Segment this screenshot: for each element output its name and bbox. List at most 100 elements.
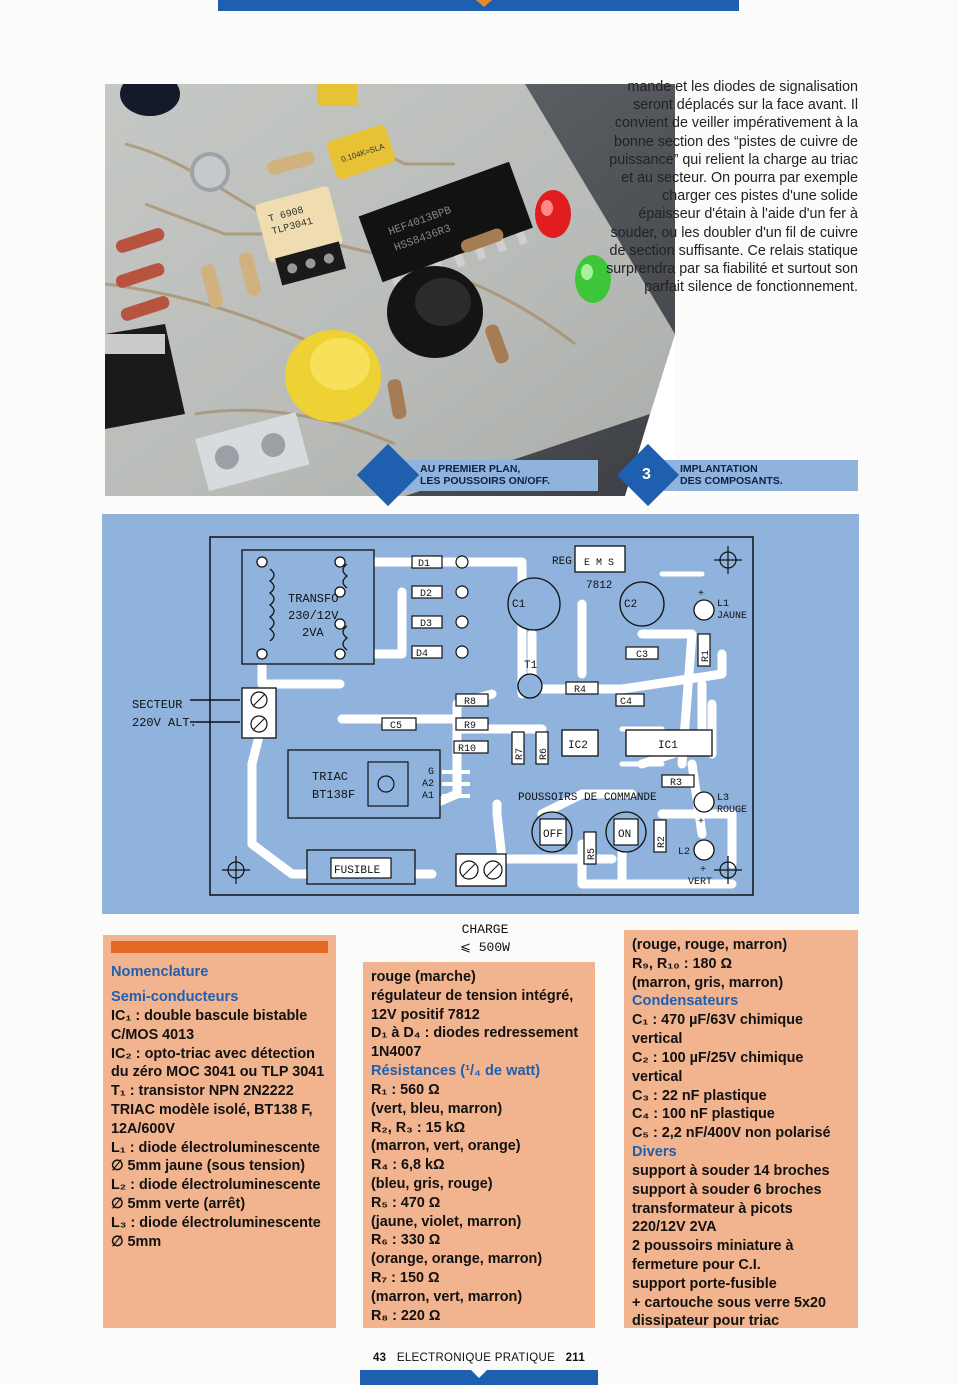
caption-1-line-1: AU PREMIER PLAN, [420, 463, 521, 475]
list-item: 2 poussoirs miniature à fermeture pour C… [632, 1238, 794, 1273]
list-item: (marron, vert, marron) [371, 1288, 523, 1305]
on-button-label: ON [618, 829, 631, 841]
nomenclature-column-2: rouge (marche) régulateur de tension int… [363, 962, 595, 1328]
r3-label: R3 [670, 778, 682, 789]
secteur-label-2: 220V ALT. [132, 716, 197, 730]
section-bar [111, 941, 328, 953]
charge-line-2: ⩽ 500W [460, 940, 510, 955]
l1-plus: + [698, 589, 704, 600]
r2-label: R2 [657, 836, 668, 848]
list-item: C₁ : 470 µF/63V chimique vertical [632, 1012, 803, 1048]
list-item: dissipateur pour triac [632, 1313, 780, 1330]
list-item: D₁ à D₄ : diodes redressement 1N4007 [371, 1025, 579, 1061]
r1-label: R1 [701, 650, 712, 662]
triac-pin-a1: A1 [422, 791, 434, 802]
list-item: C₃ : 22 nF plastique [632, 1087, 767, 1104]
ic2-label: IC2 [568, 740, 588, 752]
transfo-label-2: 230/12V [288, 609, 339, 623]
d3-label: D3 [420, 619, 432, 630]
list-item: support à souder 6 broches [632, 1181, 822, 1198]
r8-label: R8 [464, 697, 476, 708]
list-item: R₈ : 220 Ω [371, 1307, 441, 1324]
list-item: C₂ : 100 µF/25V chimique vertical [632, 1049, 804, 1085]
l2-color: VERT [688, 877, 712, 888]
component-layout-diagram: TRANSFO 230/12V 2VA D1 D2 D3 D4 REG E M … [102, 514, 859, 914]
figure-number: 3 [642, 466, 651, 483]
reg-value: 7812 [586, 580, 612, 592]
caption-2-line-1: IMPLANTATION [680, 463, 758, 475]
list-item: rouge (marche) [371, 969, 476, 985]
t1-label: T1 [524, 660, 538, 672]
list-item: régulateur de tension intégré, 12V posit… [371, 987, 574, 1023]
section-heading: Résistances (¹/₄ de watt) [371, 1062, 541, 1079]
r4-label: R4 [574, 685, 586, 696]
top-notch [476, 0, 492, 7]
nomenclature-column-3: (rouge, rouge, marron) R₉, R₁₀ : 180 Ω (… [624, 930, 858, 1330]
transfo-label-1: TRANSFO [288, 592, 338, 606]
triac-label-1: TRIAC [312, 770, 348, 784]
page-number: 43 [372, 1352, 387, 1364]
list-item: (orange, orange, marron) [371, 1251, 543, 1268]
list-item: (marron, vert, orange) [371, 1138, 521, 1155]
off-button-label: OFF [543, 829, 563, 841]
list-item: R₁ : 560 Ω [371, 1081, 440, 1098]
r10-label: R10 [458, 744, 476, 755]
l3-label: L3 [717, 793, 729, 804]
top-color-bar [218, 0, 739, 11]
charge-label: CHARGE ⩽ 500W [445, 921, 525, 957]
fusible-label: FUSIBLE [334, 865, 381, 877]
transfo-label-3: 2VA [302, 626, 324, 640]
list-item: + cartouche sous verre 5x20 [632, 1294, 826, 1311]
c3-label: C3 [636, 650, 648, 661]
list-item: R₂, R₃ : 15 kΩ [371, 1119, 466, 1136]
triac-pin-g: G [428, 767, 434, 778]
r9-label: R9 [464, 721, 476, 732]
list-item: IC₁ : double bascule bistable C/MOS 4013 [111, 1008, 308, 1043]
d4-label: D4 [416, 649, 428, 660]
triac-label-2: BT138F [312, 788, 355, 802]
ic1-label: IC1 [658, 740, 678, 752]
list-item: R₅ : 470 Ω [371, 1194, 441, 1211]
footer-notch [471, 1370, 487, 1378]
triac-pin-a2: A2 [422, 779, 434, 790]
l1-color: JAUNE [717, 611, 747, 622]
c5-label: C5 [390, 721, 402, 732]
page-footer: 43 ELECTRONIQUE PRATIQUE 211 [360, 1352, 598, 1385]
list-item: R₄ : 6,8 kΩ [371, 1157, 445, 1174]
l3-plus: + [698, 817, 704, 828]
list-item: T₁ : transistor NPN 2N2222 [111, 1083, 294, 1100]
intro-paragraph: mande et les diodes de signalisation ser… [606, 79, 858, 296]
list-item: R₆ : 330 Ω [371, 1232, 441, 1249]
photo-caption: AU PREMIER PLAN, LES POUSSOIRS ON/OFF. [356, 443, 598, 507]
charge-line-1: CHARGE [461, 922, 509, 937]
list-item: C₅ : 2,2 nF/400V non polarisé [632, 1125, 831, 1142]
section-heading: Divers [632, 1143, 677, 1160]
c4-label: C4 [620, 697, 632, 708]
caption-2-line-2: DES COMPOSANTS. [680, 475, 783, 487]
c2-label: C2 [624, 599, 637, 611]
list-item: R₇ : 150 Ω [371, 1269, 440, 1286]
r5-label: R5 [587, 848, 598, 860]
list-item: L₃ : diode électroluminescente ∅ 5mm [111, 1214, 321, 1250]
r7-label: R7 [515, 748, 526, 760]
nomenclature-column-1: Nomenclature Semi-conducteurs IC₁ : doub… [103, 935, 336, 1328]
list-item: (marron, gris, marron) [632, 974, 784, 991]
list-item: R₉, R₁₀ : 180 Ω [632, 955, 733, 972]
list-item: L₂ : diode électroluminescente ∅ 5mm ver… [111, 1177, 321, 1212]
d2-label: D2 [420, 589, 432, 600]
list-item: (bleu, gris, rouge) [371, 1175, 493, 1192]
secteur-label-1: SECTEUR [132, 698, 182, 712]
list-item: (vert, bleu, marron) [371, 1100, 503, 1117]
schematic-caption: 3 IMPLANTATION DES COMPOSANTS. [616, 443, 858, 507]
reg-label: REG [552, 556, 572, 568]
list-item: support porte-fusible [632, 1275, 777, 1292]
list-item: (rouge, rouge, marron) [632, 937, 788, 953]
pcb-photo: 0.104K≈SLA HEF4013BPB HSS8436R3 T 6908 T… [105, 84, 675, 496]
poussoirs-label: POUSSOIRS DE COMMANDE [518, 792, 657, 804]
issue-number: 211 [565, 1352, 586, 1364]
nomenclature-title: Nomenclature [111, 964, 209, 980]
list-item: transformateur à picots 220/12V 2VA [632, 1200, 793, 1236]
r6-label: R6 [539, 748, 550, 760]
reg-pins: E M S [584, 558, 614, 569]
magazine-name: ELECTRONIQUE PRATIQUE [396, 1352, 556, 1364]
